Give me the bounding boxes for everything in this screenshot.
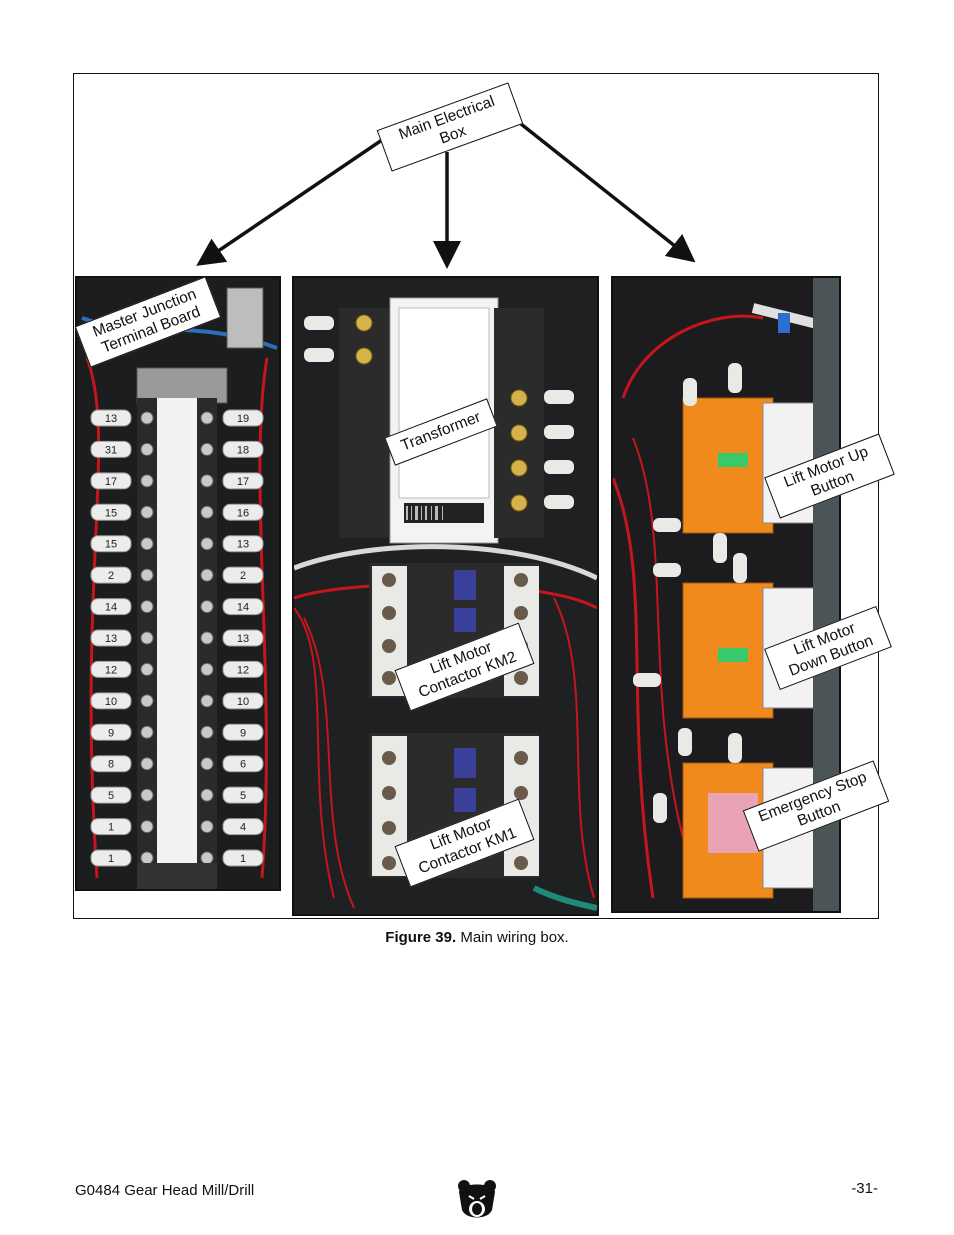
- wire-sleeve: [90, 849, 132, 867]
- footer-title: G0484 Gear Head Mill/Drill: [75, 1182, 255, 1199]
- terminal-label-left: 10: [105, 696, 117, 708]
- wire-sleeve: [222, 409, 264, 427]
- terminal-screw: [140, 662, 154, 676]
- terminal-label-left: 13: [105, 633, 117, 645]
- arrow-to-terminal-board: [196, 138, 383, 266]
- terminal-label-right: 13: [237, 633, 249, 645]
- terminal-label-right: 13: [237, 539, 249, 551]
- wire-sleeve: [222, 472, 264, 490]
- terminal-label-right: 16: [237, 507, 249, 519]
- terminal-screw: [140, 631, 154, 645]
- wire-sleeve: [90, 629, 132, 647]
- wire-sleeve: [222, 755, 264, 773]
- terminal-label-left: 31: [105, 444, 117, 456]
- terminal-screw: [200, 662, 214, 676]
- terminal-label-right: 2: [240, 570, 246, 582]
- terminal-label-right: 19: [237, 413, 249, 425]
- wire-sleeve: [222, 629, 264, 647]
- terminal-screw: [140, 442, 154, 456]
- terminal-screw: [140, 474, 154, 488]
- wire-sleeve: [90, 409, 132, 427]
- terminal-screw: [140, 411, 154, 425]
- wire-sleeve: [90, 440, 132, 458]
- terminal-label-right: 14: [237, 602, 249, 614]
- wire-sleeve: [222, 692, 264, 710]
- wire-sleeve: [222, 849, 264, 867]
- terminal-screw: [140, 820, 154, 834]
- caption-text: Main wiring box.: [456, 929, 569, 946]
- wire-sleeve: [222, 818, 264, 836]
- terminal-label-right: 9: [240, 727, 246, 739]
- bear-logo-icon: [458, 1180, 496, 1218]
- terminal-screw: [200, 694, 214, 708]
- terminal-screw: [200, 537, 214, 551]
- terminal-label-left: 17: [105, 476, 117, 488]
- terminal-label-left: 9: [108, 727, 114, 739]
- terminal-screw: [140, 537, 154, 551]
- wire-sleeve: [90, 723, 132, 741]
- terminal-screw: [140, 568, 154, 582]
- terminal-screw: [200, 411, 214, 425]
- wire-sleeve: [90, 660, 132, 678]
- terminal-label-right: 6: [240, 759, 246, 771]
- terminal-screw: [140, 600, 154, 614]
- wire-sleeve: [222, 535, 264, 553]
- terminal-screw: [200, 757, 214, 771]
- wire-sleeve: [90, 472, 132, 490]
- wire-sleeve: [90, 755, 132, 773]
- page-number: -31-: [851, 1180, 878, 1197]
- terminal-screw: [200, 631, 214, 645]
- terminal-screw: [200, 788, 214, 802]
- terminal-screw: [200, 725, 214, 739]
- terminal-label-left: 14: [105, 602, 117, 614]
- terminal-label-left: 15: [105, 507, 117, 519]
- wire-sleeve: [222, 440, 264, 458]
- terminal-screw: [140, 757, 154, 771]
- terminal-label-right: 10: [237, 696, 249, 708]
- terminal-screw: [200, 442, 214, 456]
- terminal-label-left: 15: [105, 539, 117, 551]
- terminal-label-left: 2: [108, 570, 114, 582]
- terminal-screw: [140, 505, 154, 519]
- terminal-label-left: 1: [108, 853, 114, 865]
- wire-sleeve: [90, 818, 132, 836]
- terminal-label-right: 4: [240, 822, 246, 834]
- terminal-screw: [140, 788, 154, 802]
- wire-sleeve: [90, 598, 132, 616]
- terminal-label-right: 1: [240, 853, 246, 865]
- terminal-label-left: 12: [105, 664, 117, 676]
- wire-sleeve: [222, 566, 264, 584]
- wire-sleeve: [222, 598, 264, 616]
- terminal-label-right: 18: [237, 444, 249, 456]
- terminal-screw: [200, 568, 214, 582]
- wire-sleeve: [90, 786, 132, 804]
- wire-sleeve: [90, 535, 132, 553]
- terminal-label-right: 17: [237, 476, 249, 488]
- terminal-screw: [200, 505, 214, 519]
- terminal-label-left: 1: [108, 822, 114, 834]
- wire-sleeve: [222, 786, 264, 804]
- figure-caption: Figure 39. Main wiring box.: [0, 929, 954, 946]
- wire-sleeve: [90, 503, 132, 521]
- terminal-screw: [200, 600, 214, 614]
- terminal-label-left: 13: [105, 413, 117, 425]
- arrow-to-push-buttons: [514, 118, 696, 263]
- terminal-screw: [140, 694, 154, 708]
- wire-sleeve: [90, 566, 132, 584]
- wire-sleeve: [222, 503, 264, 521]
- terminal-screw: [200, 474, 214, 488]
- terminal-label-left: 8: [108, 759, 114, 771]
- terminal-screw: [200, 820, 214, 834]
- terminal-label-right: 5: [240, 790, 246, 802]
- terminal-label-right: 12: [237, 664, 249, 676]
- terminal-label-left: 5: [108, 790, 114, 802]
- wire-sleeve: [222, 723, 264, 741]
- terminal-screw: [140, 725, 154, 739]
- wire-sleeve: [90, 692, 132, 710]
- caption-label: Figure 39.: [385, 929, 457, 946]
- wire-sleeve: [222, 660, 264, 678]
